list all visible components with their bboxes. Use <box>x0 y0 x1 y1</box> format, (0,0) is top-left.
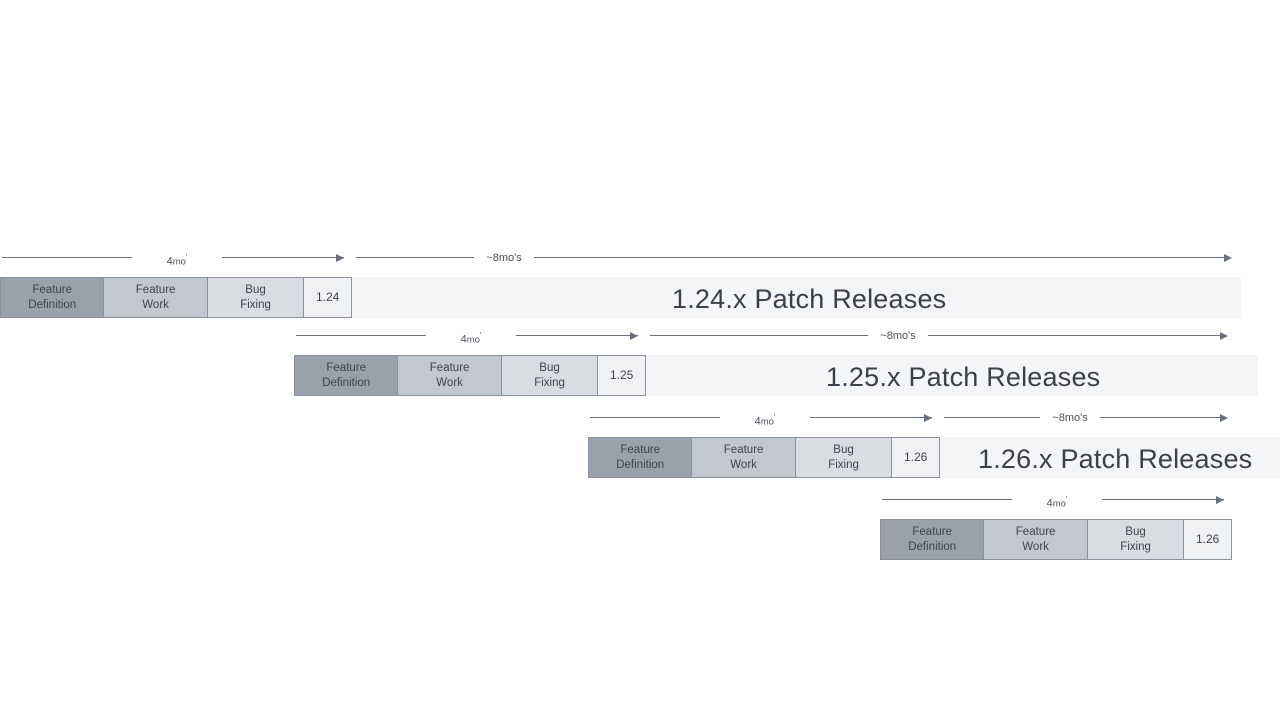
dev-duration-tick: ' <box>185 253 188 262</box>
dev-duration-number: 4 <box>1046 497 1053 510</box>
dev-duration-unit: mo <box>760 416 774 428</box>
dev-duration-number: 4 <box>754 415 761 428</box>
measure-line-right <box>810 417 932 418</box>
measure-arrowhead <box>630 331 638 340</box>
patch-releases-label-1-26: 1.26.x Patch Releases <box>978 444 1253 474</box>
dev-duration-label: 4mo' <box>132 251 222 270</box>
dev-duration-label: 4mo' <box>1012 493 1102 512</box>
measure-arrowhead <box>1220 331 1228 340</box>
patch-releases-label-1-24: 1.24.x Patch Releases <box>672 284 947 314</box>
phase-version-badge: 1.24 <box>304 278 351 317</box>
patch-releases-label-1-25: 1.25.x Patch Releases <box>826 362 1101 392</box>
patch-duration-measure-1-26: ~8mo's <box>944 408 1240 430</box>
dev-duration-label: 4mo' <box>426 329 516 348</box>
dev-duration-label: 4mo' <box>720 411 810 430</box>
measure-line-left <box>944 417 1040 418</box>
measure-line-left <box>2 257 132 258</box>
dev-duration-measure-1-25: 4mo' <box>294 326 646 348</box>
measure-line-right <box>222 257 344 258</box>
measure-line-left <box>882 499 1012 500</box>
dev-duration-tick: ' <box>479 331 482 340</box>
measure-line-left <box>650 335 868 336</box>
dev-duration-number: 4 <box>460 333 467 346</box>
measure-line-right <box>534 257 1228 258</box>
dev-duration-measure-1-24: 4mo' <box>0 248 352 270</box>
measure-arrowhead <box>1224 253 1232 262</box>
patch-duration-measure-1-25: ~8mo's <box>650 326 1240 348</box>
measure-line-left <box>296 335 426 336</box>
measure-arrowhead <box>336 253 344 262</box>
patch-duration-measure-1-24: ~8mo's <box>356 248 1236 270</box>
dev-duration-unit: mo <box>466 334 480 346</box>
dev-duration-measure-1-26: 4mo' <box>588 408 940 430</box>
dev-duration-number: 4 <box>166 255 173 268</box>
dev-duration-tick: ' <box>773 413 776 422</box>
phase-version-badge: 1.25 <box>598 356 645 395</box>
measure-arrowhead <box>1220 413 1228 422</box>
measure-line-right <box>1100 417 1224 418</box>
measure-arrowhead <box>1216 495 1224 504</box>
dev-duration-unit: mo <box>172 256 186 268</box>
measure-line-right <box>928 335 1224 336</box>
dev-duration-unit: mo <box>1052 498 1066 510</box>
measure-line-right <box>516 335 638 336</box>
patch-duration-label: ~8mo's <box>1052 412 1088 424</box>
phase-version-badge: 1.26 <box>1184 520 1231 559</box>
patch-duration-label: ~8mo's <box>486 252 522 264</box>
measure-line-left <box>356 257 474 258</box>
measure-line-left <box>590 417 720 418</box>
patch-duration-label: ~8mo's <box>880 330 916 342</box>
measure-line-right <box>1102 499 1224 500</box>
phase-version-badge: 1.26 <box>892 438 939 477</box>
measure-arrowhead <box>924 413 932 422</box>
dev-duration-measure-next: 4mo' <box>880 490 1232 512</box>
dev-duration-tick: ' <box>1065 495 1068 504</box>
